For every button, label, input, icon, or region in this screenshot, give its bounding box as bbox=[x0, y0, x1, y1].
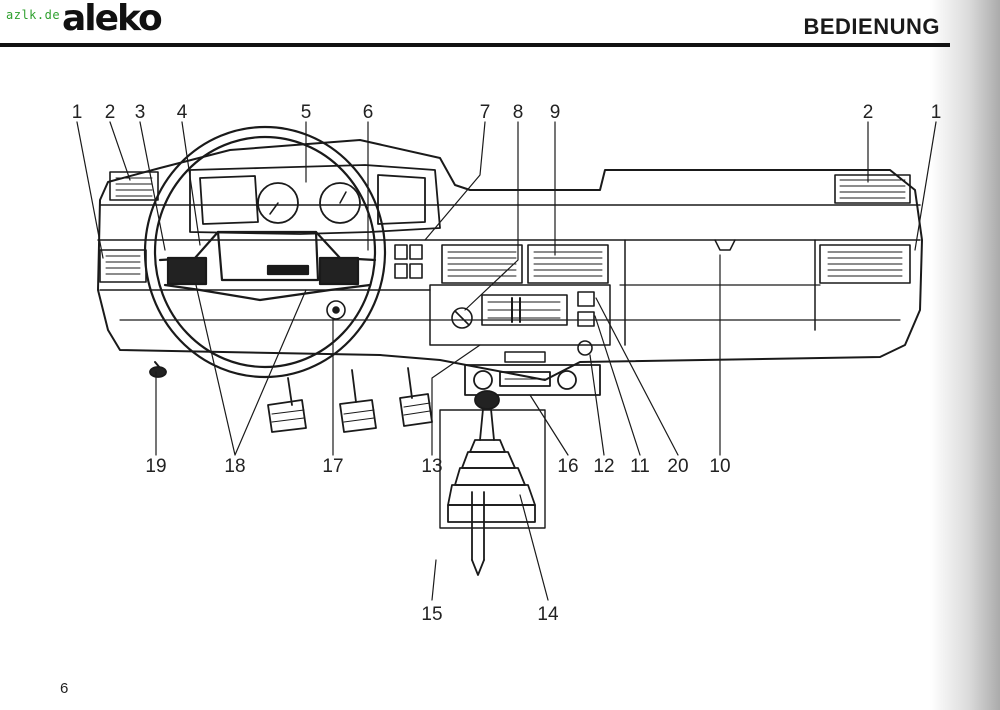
callout-label: 11 bbox=[630, 456, 650, 477]
heater-controls bbox=[451, 294, 568, 329]
instrument-cluster bbox=[189, 164, 441, 235]
callout-label: 9 bbox=[550, 102, 561, 123]
callout-label: 5 bbox=[301, 102, 312, 123]
callout-label: 1 bbox=[72, 102, 83, 123]
steering-wheel bbox=[143, 125, 387, 379]
gear-lever bbox=[439, 390, 546, 576]
callout-label: 2 bbox=[863, 102, 874, 123]
callout-label: 12 bbox=[593, 456, 614, 477]
radio bbox=[464, 351, 601, 396]
callout-label: 10 bbox=[709, 456, 730, 477]
callout-label: 17 bbox=[322, 456, 343, 477]
watermark: azlk.de bbox=[6, 8, 61, 22]
callout-label: 18 bbox=[224, 456, 245, 477]
callout-label: 15 bbox=[421, 604, 442, 625]
switch-panel bbox=[394, 244, 595, 356]
ignition-lock bbox=[326, 300, 346, 320]
callout-label: 2 bbox=[105, 102, 116, 123]
pedals bbox=[149, 361, 433, 433]
callout-label: 6 bbox=[363, 102, 374, 123]
callout-label: 1 bbox=[931, 102, 942, 123]
callout-label: 4 bbox=[177, 102, 188, 123]
air-vents bbox=[99, 171, 911, 284]
callout-label: 20 bbox=[667, 456, 688, 477]
section-title: BEDIENUNG bbox=[803, 14, 940, 39]
page-number: 6 bbox=[60, 680, 69, 697]
center-vents bbox=[441, 244, 609, 284]
dashboard-outline bbox=[97, 139, 923, 381]
callout-label: 16 bbox=[557, 456, 578, 477]
callout-label: 3 bbox=[135, 102, 146, 123]
callout-label: 7 bbox=[480, 102, 491, 123]
brand-logo: aleko bbox=[62, 0, 163, 39]
callout-label: 8 bbox=[513, 102, 524, 123]
callout-label: 13 bbox=[421, 456, 442, 477]
callout-label: 19 bbox=[145, 456, 166, 477]
header-rule bbox=[0, 43, 950, 47]
page-edge-shadow bbox=[930, 0, 1000, 710]
leader-lines bbox=[76, 121, 937, 601]
callout-label: 14 bbox=[537, 604, 559, 625]
